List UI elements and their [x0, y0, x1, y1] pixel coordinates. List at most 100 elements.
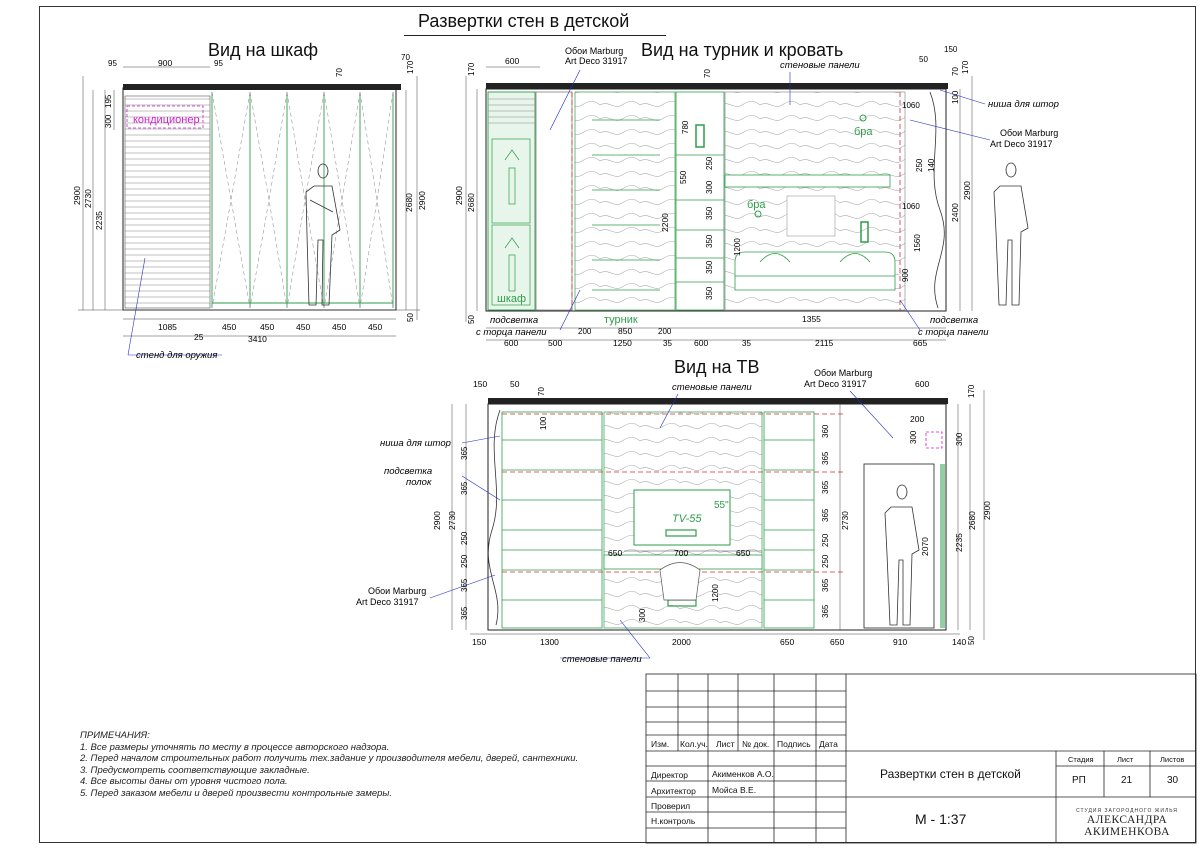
dim: 100: [539, 416, 548, 430]
dim: 350: [705, 260, 714, 274]
dim: 350: [705, 234, 714, 248]
dim: 1085: [158, 322, 177, 332]
dim: 450: [368, 322, 382, 332]
dim: 365: [821, 480, 830, 494]
note-item: 4. Все высоты даны от уровня чистого пол…: [80, 776, 288, 787]
stamp-header: Лист: [716, 739, 735, 749]
dim: 1355: [802, 314, 821, 324]
dim: 600: [504, 338, 518, 348]
dim: 25: [194, 332, 204, 342]
tv-view: TV-55 55": [356, 368, 992, 665]
stamp-header: Подпись: [777, 739, 811, 749]
dim: 550: [679, 170, 688, 184]
dim: 2680: [404, 193, 414, 212]
dim: 450: [222, 322, 236, 332]
dim: 700: [674, 548, 688, 558]
curtain-niche-label: ниша для штор: [988, 99, 1059, 110]
view-title-bar-bed: Вид на турник и кровать: [641, 40, 844, 60]
dim: 300: [955, 432, 964, 446]
dim: 2235: [94, 211, 104, 230]
dim: 2730: [83, 189, 93, 208]
stamp-title: Развертки стен в детской: [880, 767, 1021, 781]
stamp-sheet: 21: [1121, 775, 1133, 786]
company-logo: СТУДИЯ ЗАГОРОДНОГО ЖИЛЬЯ АЛЕКСАНДРА АКИМ…: [1060, 806, 1194, 839]
dim: 910: [893, 637, 907, 647]
dim: 50: [919, 55, 928, 64]
dim: 50: [467, 315, 476, 324]
person-figure: [884, 484, 920, 626]
sconce2-label: бра: [747, 199, 766, 211]
dim: 70: [703, 69, 712, 78]
stamp-name: Мойса В.Е.: [712, 785, 757, 795]
dim: 600: [915, 379, 929, 389]
stamp-scale: М - 1:37: [915, 811, 967, 827]
dim: 360: [821, 424, 830, 438]
dim: 2900: [72, 186, 82, 205]
dim: 365: [821, 604, 830, 618]
dim: 150: [473, 379, 487, 389]
dim: 2235: [954, 533, 964, 552]
dim: 2900: [982, 501, 992, 520]
dim: 650: [608, 548, 622, 558]
dim: 2680: [967, 511, 977, 530]
stamp-sheets: 30: [1167, 775, 1179, 786]
dim: 200: [910, 414, 924, 424]
dim: 350: [705, 206, 714, 220]
wall-panels-top-label: стеновые панели: [672, 382, 752, 393]
dim: 300: [638, 608, 647, 622]
notes-heading: ПРИМЕЧАНИЯ:: [80, 730, 150, 741]
dim: 2730: [840, 511, 850, 530]
stamp-header: Дата: [819, 739, 838, 749]
sheet-frame: [39, 6, 1196, 843]
dim: 500: [548, 338, 562, 348]
gun-stand-label: стенд для оружия: [136, 350, 217, 361]
stamp-stage-label: Стадия: [1068, 755, 1094, 764]
dim: 50: [510, 379, 520, 389]
stamp-sheet-label: Лист: [1117, 755, 1134, 764]
dim: 2730: [447, 511, 457, 530]
tv-label: TV-55: [672, 513, 702, 525]
dim: 780: [681, 120, 690, 134]
dim: 250: [821, 533, 830, 547]
dim: 1200: [711, 584, 720, 602]
title-block-grid: [645, 673, 1197, 844]
dim: 900: [158, 58, 172, 68]
wardrobe-view: кондиционер 900 95 95: [72, 53, 427, 361]
dim: 1200: [733, 238, 742, 256]
dim: 600: [505, 56, 519, 66]
dim: 70: [335, 68, 344, 77]
person-figure: [993, 162, 1029, 306]
dim: 140: [952, 637, 966, 647]
dim: 200: [578, 327, 592, 336]
stamp-header: № док.: [742, 739, 770, 749]
dim: 665: [913, 338, 927, 348]
dim: 650: [736, 548, 750, 558]
stamp-header: Кол.уч.: [680, 739, 708, 749]
stamp-role: Архитектор: [651, 786, 696, 796]
dim: 1060: [902, 202, 920, 211]
dim: 2900: [432, 511, 442, 530]
tv-size-label: 55": [714, 500, 729, 511]
dim: 1300: [540, 637, 559, 647]
dim: 50: [406, 313, 415, 322]
sheet-title: Развертки стен в детской: [418, 11, 630, 31]
dim: 365: [460, 481, 469, 495]
dim: 2115: [815, 338, 834, 348]
dim: 95: [108, 59, 117, 68]
dim: 150: [472, 637, 486, 647]
dim: 35: [742, 339, 751, 348]
stamp-header: Изм.: [651, 739, 670, 749]
dim: 450: [332, 322, 346, 332]
logo-big-text: АЛЕКСАНДРА АКИМЕНКОВА: [1084, 814, 1170, 838]
title-underline: [404, 35, 666, 36]
dim: 170: [967, 384, 976, 398]
dim: 200: [658, 327, 672, 336]
person-figure: [305, 163, 341, 306]
